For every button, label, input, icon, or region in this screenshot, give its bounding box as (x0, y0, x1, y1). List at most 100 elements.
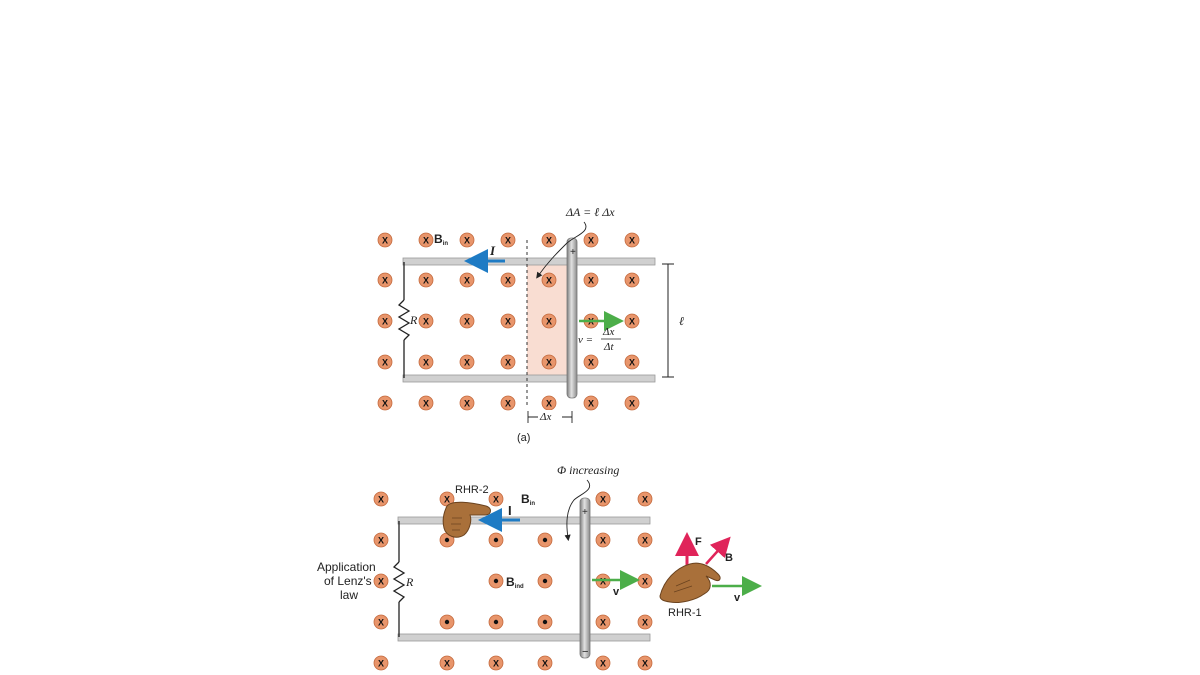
resistor-b-zigzag (392, 561, 406, 603)
field-into-page-icon: X (595, 491, 611, 507)
field-out-of-page-icon (488, 614, 504, 630)
field-into-page-icon: X (377, 232, 393, 248)
svg-text:X: X (588, 276, 594, 286)
svg-text:X: X (444, 659, 450, 669)
velocity-denominator-a: Δt (603, 341, 614, 353)
svg-text:X: X (423, 276, 429, 286)
field-into-page-icon: X (624, 395, 640, 411)
field-into-page-icon: X (624, 272, 640, 288)
panel-a-caption: (a) (517, 432, 530, 444)
field-into-page-icon: X (595, 614, 611, 630)
lenz-label-line1: Application (317, 560, 376, 574)
field-into-page-icon: X (418, 354, 434, 370)
svg-text:X: X (542, 659, 548, 669)
svg-text:X: X (378, 659, 384, 669)
field-out-of-page-icon (537, 614, 553, 630)
hand-field-arrow (705, 536, 731, 565)
resistor-label-a: R (409, 313, 418, 327)
svg-text:X: X (423, 317, 429, 327)
svg-text:X: X (629, 317, 635, 327)
svg-text:X: X (464, 358, 470, 368)
svg-text:X: X (382, 317, 388, 327)
field-into-page-icon: X (418, 272, 434, 288)
length-label: ℓ (679, 314, 684, 328)
svg-text:X: X (629, 236, 635, 246)
field-into-page-icon: X (373, 491, 389, 507)
field-into-page-icon: X (377, 272, 393, 288)
field-into-page-icon: X (373, 573, 389, 589)
top-rail-b (397, 516, 651, 525)
svg-text:X: X (546, 399, 552, 409)
bottom-rail (402, 374, 656, 383)
svg-text:X: X (382, 276, 388, 286)
field-into-page-icon: X (488, 491, 504, 507)
field-label-b: Bin (521, 492, 535, 507)
resistor-a-zigzag (397, 299, 411, 341)
svg-text:X: X (629, 399, 635, 409)
field-into-page-icon: X (500, 395, 516, 411)
field-into-page-icon: X (500, 232, 516, 248)
svg-text:X: X (382, 236, 388, 246)
dx-label-bg (538, 410, 562, 422)
rhr1-hand-icon (659, 562, 721, 603)
field-into-page-icon: X (583, 272, 599, 288)
force-label: F (695, 536, 702, 548)
hand-velocity-label: v (734, 592, 741, 604)
field-into-page-icon: X (377, 313, 393, 329)
svg-text:X: X (464, 276, 470, 286)
area-pointer-curve (536, 221, 587, 279)
svg-text:X: X (546, 276, 552, 286)
svg-text:X: X (588, 358, 594, 368)
svg-text:X: X (378, 495, 384, 505)
svg-text:X: X (600, 536, 606, 546)
svg-text:X: X (505, 399, 511, 409)
svg-text:X: X (464, 317, 470, 327)
svg-text:X: X (642, 577, 648, 587)
field-out-of-page-icon (488, 532, 504, 548)
rhr2-label: RHR-2 (455, 484, 489, 496)
field-into-page-icon: X (637, 532, 653, 548)
field-into-page-icon: X (624, 354, 640, 370)
svg-text:X: X (546, 317, 552, 327)
svg-text:X: X (493, 495, 499, 505)
svg-text:X: X (629, 276, 635, 286)
moving-rod-a (566, 237, 578, 399)
svg-text:X: X (642, 618, 648, 628)
svg-text:X: X (505, 317, 511, 327)
svg-text:X: X (378, 577, 384, 587)
flux-pointer-curve (564, 479, 591, 542)
field-out-of-page-icon (537, 532, 553, 548)
dx-label: Δx (539, 411, 551, 423)
svg-text:X: X (588, 399, 594, 409)
field-out-of-page-icon (488, 573, 504, 589)
svg-text:X: X (444, 495, 450, 505)
svg-text:X: X (378, 536, 384, 546)
field-into-page-icon: X (637, 614, 653, 630)
field-into-page-icon: X (459, 313, 475, 329)
field-out-of-page-icon (439, 614, 455, 630)
rod-minus-b: − (582, 646, 588, 658)
induced-field-label: Bind (506, 575, 524, 590)
field-into-page-icon: X (488, 655, 504, 671)
field-into-page-icon: X (541, 232, 557, 248)
field-into-page-icon: X (541, 313, 557, 329)
field-into-page-icon: X (583, 232, 599, 248)
lenz-label-line3: law (340, 588, 358, 602)
svg-text:X: X (382, 399, 388, 409)
area-label: ΔA = ℓ Δx (565, 205, 615, 219)
field-into-page-icon: X (637, 655, 653, 671)
svg-text:X: X (600, 577, 606, 587)
hand-field-label: B (725, 552, 733, 564)
field-into-page-icon: X (418, 395, 434, 411)
svg-text:X: X (642, 659, 648, 669)
field-into-page-icon: X (418, 313, 434, 329)
svg-text:X: X (642, 536, 648, 546)
svg-text:X: X (382, 358, 388, 368)
svg-text:X: X (546, 236, 552, 246)
svg-text:X: X (378, 618, 384, 628)
svg-text:X: X (423, 399, 429, 409)
field-into-page-icon: X (595, 532, 611, 548)
field-into-page-icon: X (459, 395, 475, 411)
